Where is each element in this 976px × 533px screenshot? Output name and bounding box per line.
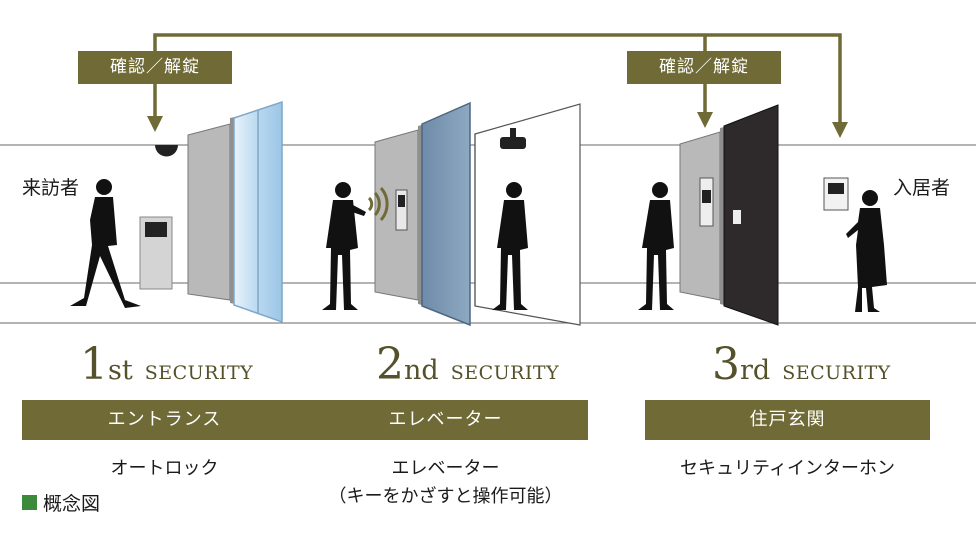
visitor-label: 来訪者: [22, 177, 80, 199]
person-keycard-silhouette: [322, 182, 366, 310]
legend-label: 概念図: [43, 493, 101, 515]
section-1-number: 1: [80, 339, 108, 390]
section-2-description: エレベーター （キーをかざすと操作可能）: [303, 455, 588, 511]
section-2-desc-line-2: （キーをかざすと操作可能）: [328, 486, 563, 507]
section-3-word: SECURITY: [782, 362, 891, 384]
section-3-band: 住戸玄関: [645, 400, 930, 440]
resident-label: 入居者: [893, 177, 951, 199]
section-3-description: セキュリティインターホン: [645, 455, 930, 483]
visitor-walking-silhouette: [70, 179, 141, 308]
legend: 概念図: [22, 489, 100, 516]
section-1-title: 1 st SECURITY: [80, 340, 253, 390]
section-2-suffix: nd: [404, 355, 439, 386]
person-in-elevator-silhouette: [492, 182, 528, 310]
person-at-door-silhouette: [638, 182, 674, 310]
section-2-number: 2: [376, 339, 404, 390]
section-1-band: エントランス: [22, 400, 307, 440]
section-3-title: 3 rd SECURITY: [712, 340, 891, 390]
section-2-title: 2 nd SECURITY: [376, 340, 559, 390]
section-1-desc-line-1: オートロック: [110, 458, 219, 479]
section-1-suffix: st: [108, 355, 133, 386]
section-2-band: エレベーター: [303, 400, 588, 440]
legend-square-icon: [22, 495, 37, 510]
section-3-suffix: rd: [740, 355, 771, 386]
section-2-word: SECURITY: [450, 362, 560, 384]
auto-lock-panel: [139, 216, 173, 290]
confirm-unlock-tag-left: 確認／解錠: [78, 51, 232, 84]
resident-silhouette: [846, 190, 887, 312]
arrow-heads: [147, 112, 848, 138]
confirm-unlock-tag-right: 確認／解錠: [627, 51, 781, 84]
residence-entrance: [679, 104, 779, 326]
intercom-monitor-icon: [823, 177, 849, 211]
elevator-cabin: [474, 103, 581, 326]
entrance-door: [187, 100, 283, 324]
cabin-camera-icon: [500, 128, 526, 149]
elevator-hall: [374, 101, 471, 327]
section-1-description: オートロック: [22, 455, 307, 483]
wifi-signal-icon: [367, 187, 389, 221]
section-2-desc-line-1: エレベーター: [391, 458, 500, 479]
section-1-word: SECURITY: [144, 362, 254, 384]
section-3-number: 3: [712, 339, 740, 390]
security-camera-icon: [155, 145, 178, 157]
section-3-desc-line-1: セキュリティインターホン: [680, 458, 895, 479]
